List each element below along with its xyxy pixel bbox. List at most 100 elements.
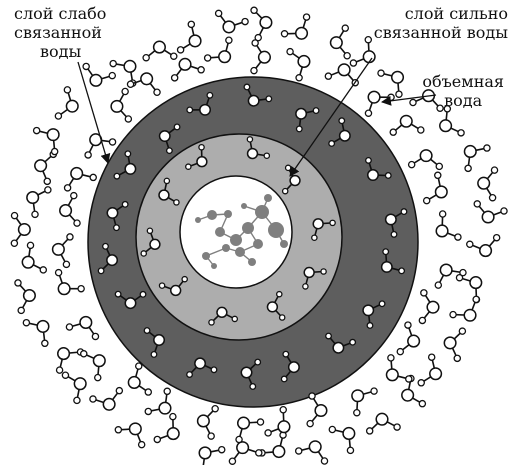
water-molecule bbox=[328, 425, 356, 455]
water-molecule bbox=[176, 20, 202, 54]
water-molecule bbox=[435, 210, 462, 241]
water-molecule bbox=[466, 233, 501, 258]
water-molecule bbox=[240, 358, 262, 390]
label-bulk-water: объемная вода bbox=[422, 72, 504, 110]
water-molecule bbox=[389, 114, 425, 136]
label-weakly-bound-water: слой слабо связанной воды bbox=[14, 4, 106, 61]
arrow-bulk bbox=[381, 94, 437, 106]
water-molecule bbox=[473, 200, 508, 224]
water-molecule bbox=[365, 156, 392, 182]
water-molecule bbox=[185, 143, 208, 170]
label-weakly-bound-line1: слой слабо bbox=[14, 4, 107, 23]
water-molecules bbox=[10, 6, 508, 465]
water-molecule bbox=[243, 83, 273, 107]
water-molecule bbox=[26, 186, 52, 219]
water-molecule bbox=[208, 306, 239, 326]
core-solute bbox=[179, 175, 293, 289]
solute-atom bbox=[255, 205, 269, 219]
water-molecule bbox=[106, 200, 129, 232]
water-molecule bbox=[55, 347, 85, 374]
water-molecule bbox=[54, 86, 79, 120]
water-molecule bbox=[21, 241, 48, 274]
solute-atom bbox=[242, 222, 254, 234]
water-molecule bbox=[235, 416, 265, 444]
water-molecule bbox=[142, 40, 178, 62]
water-molecule bbox=[385, 354, 413, 383]
solute-atom bbox=[202, 252, 210, 260]
water-molecule bbox=[144, 387, 172, 416]
water-molecule bbox=[196, 404, 219, 440]
water-molecule bbox=[109, 59, 137, 87]
solute-atom bbox=[230, 234, 242, 246]
water-molecule bbox=[34, 150, 58, 186]
solute-atom bbox=[248, 258, 256, 266]
solute-atom bbox=[222, 244, 230, 252]
water-molecule bbox=[396, 321, 421, 356]
water-molecule bbox=[82, 62, 117, 87]
label-bulk-line2: вода bbox=[444, 91, 483, 110]
label-strongly-bound-water: слой сильно связанной воды bbox=[374, 4, 508, 42]
water-molecule bbox=[377, 69, 405, 98]
water-molecule bbox=[439, 105, 465, 137]
water-molecule bbox=[264, 405, 291, 437]
label-bulk-line1: объемная bbox=[422, 72, 504, 91]
water-molecule bbox=[324, 63, 359, 87]
water-molecule bbox=[228, 441, 263, 465]
solute-atom bbox=[224, 210, 232, 218]
water-molecule bbox=[59, 191, 81, 227]
water-molecule bbox=[198, 445, 226, 465]
label-weakly-bound-line3: воды bbox=[40, 42, 82, 61]
water-molecule bbox=[84, 133, 117, 159]
water-molecule bbox=[365, 412, 401, 435]
water-molecule bbox=[80, 350, 106, 382]
water-molecule bbox=[325, 332, 357, 354]
water-molecule bbox=[143, 327, 166, 358]
water-molecule bbox=[32, 126, 60, 156]
water-molecule bbox=[114, 290, 147, 310]
water-molecule bbox=[127, 362, 153, 396]
water-molecule bbox=[302, 266, 327, 290]
arrow-strongly-bound bbox=[289, 57, 373, 177]
solute-atom bbox=[264, 194, 272, 202]
water-molecule bbox=[97, 242, 119, 275]
water-molecule bbox=[294, 440, 329, 465]
water-molecule bbox=[246, 136, 271, 160]
water-molecule bbox=[418, 289, 440, 325]
arrow-weakly-bound bbox=[77, 61, 111, 164]
water-molecule bbox=[51, 233, 74, 269]
water-molecule bbox=[89, 386, 124, 411]
water-molecule bbox=[364, 90, 395, 117]
solute-atom bbox=[215, 227, 225, 237]
water-molecule bbox=[449, 295, 480, 322]
water-molecule bbox=[286, 47, 311, 82]
solute-atom bbox=[253, 239, 263, 249]
label-strongly-bound-line2: связанной воды bbox=[373, 23, 508, 42]
water-molecule bbox=[280, 13, 311, 40]
water-molecule bbox=[170, 57, 205, 82]
water-molecule bbox=[443, 327, 467, 363]
solute-atom bbox=[211, 263, 217, 269]
water-molecule bbox=[351, 387, 378, 417]
water-molecule bbox=[280, 350, 300, 383]
water-molecule bbox=[295, 107, 320, 133]
solute-atom bbox=[241, 203, 247, 209]
water-molecule bbox=[250, 39, 271, 75]
solute-atom bbox=[207, 210, 217, 220]
solute-atom bbox=[280, 240, 288, 248]
solute-molecule bbox=[195, 194, 288, 269]
water-molecule bbox=[422, 171, 448, 205]
water-molecule bbox=[362, 300, 386, 329]
water-molecule bbox=[349, 35, 376, 67]
label-weakly-bound-line2: связанной bbox=[14, 23, 102, 42]
water-molecule bbox=[463, 144, 491, 173]
label-strongly-bound-line1: слой сильно bbox=[404, 4, 508, 23]
water-molecule bbox=[153, 412, 180, 444]
water-molecule bbox=[63, 166, 97, 192]
water-molecule bbox=[477, 166, 499, 202]
water-molecule bbox=[203, 36, 233, 64]
water-molecule bbox=[14, 279, 36, 315]
water-molecule bbox=[409, 89, 444, 112]
water-molecule bbox=[380, 248, 406, 275]
